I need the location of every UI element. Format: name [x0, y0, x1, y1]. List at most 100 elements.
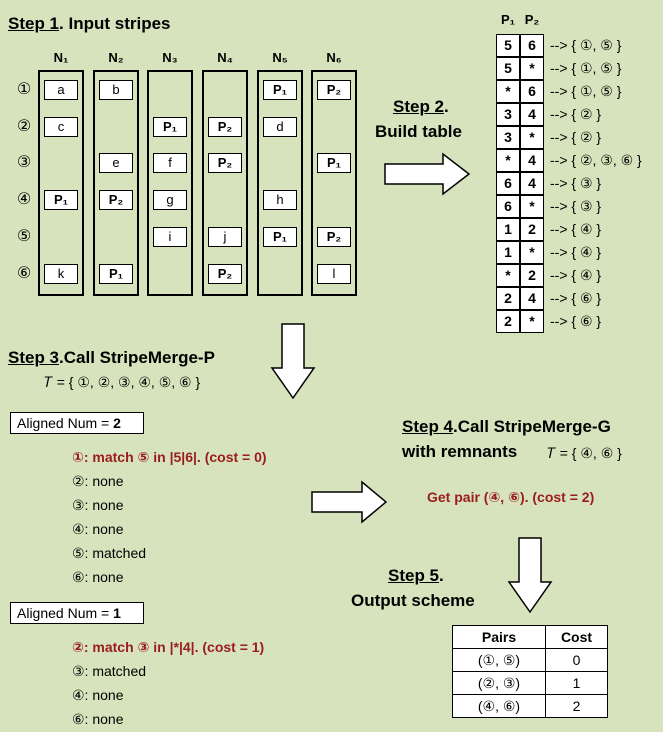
table-set: --> { ①, ⑤ } [550, 60, 622, 76]
aligned-line: ③: none [72, 497, 124, 513]
stripe-cell: P₁ [44, 190, 78, 210]
output-pair: (④, ⑥) [452, 694, 546, 718]
output-row: (④, ⑥)2 [452, 694, 608, 718]
table-set: --> { ④ } [550, 221, 602, 237]
row-marker: ① [16, 81, 32, 98]
table-header: P₂ [524, 12, 540, 27]
table-cell-p1: 6 [496, 172, 520, 195]
stripe-cell: c [44, 117, 78, 137]
aligned-num-box-2: Aligned Num = 1 [10, 602, 144, 624]
table-cell-p2: 2 [520, 218, 544, 241]
aligned-line: ②: match ③ in |*|4|. (cost = 1) [72, 639, 265, 655]
stripe-cell: P₂ [317, 227, 351, 247]
aligned-line: ⑤: matched [72, 545, 147, 561]
table-cell-p1: 3 [496, 126, 520, 149]
table-cell-p2: 4 [520, 287, 544, 310]
table-cell-p2: * [520, 195, 544, 218]
node-column [311, 70, 357, 296]
stripe-cell: P₁ [317, 153, 351, 173]
row-marker: ⑤ [16, 228, 32, 245]
table-set: --> { ①, ⑤ } [550, 37, 622, 53]
table-set: --> { ④ } [550, 244, 602, 260]
table-set: --> { ①, ⑤ } [550, 83, 622, 99]
row-marker: ⑥ [16, 265, 32, 282]
table-cell-p1: 5 [496, 34, 520, 57]
node-column [38, 70, 84, 296]
table-set: --> { ④ } [550, 267, 602, 283]
stripe-cell: e [99, 153, 133, 173]
step4-title: Step 4.Call StripeMerge-G [402, 417, 611, 436]
stripe-cell: P₁ [263, 227, 297, 247]
table-cell-p2: 6 [520, 34, 544, 57]
table-cell-p2: * [520, 241, 544, 264]
stripe-cell: P₂ [99, 190, 133, 210]
table-set: --> { ③ } [550, 198, 602, 214]
table-set: --> { ⑥ } [550, 290, 602, 306]
stripe-cell: P₁ [99, 264, 133, 284]
step2-title: Step 2. [393, 97, 449, 116]
table-cell-p2: * [520, 126, 544, 149]
arrow-right-2 [311, 480, 388, 524]
node-header: N₄ [217, 50, 233, 65]
row-marker: ② [16, 118, 32, 135]
arrow-down-1 [270, 323, 316, 400]
stripe-cell: l [317, 264, 351, 284]
aligned-line: ⑥: none [72, 711, 124, 727]
step4-result: Get pair (④, ⑥). (cost = 2) [427, 489, 595, 505]
node-header: N₂ [108, 50, 124, 65]
table-cell-p1: 1 [496, 241, 520, 264]
stripe-cell: P₁ [153, 117, 187, 137]
step3-tau: 𝑇 = { ①, ②, ③, ④, ⑤, ⑥ } [44, 374, 201, 390]
stripe-cell: P₂ [208, 117, 242, 137]
aligned-line: ③: matched [72, 663, 147, 679]
stripe-cell: a [44, 80, 78, 100]
arrow-right-1 [384, 152, 471, 196]
table-cell-p2: * [520, 310, 544, 333]
stripe-cell: P₁ [263, 80, 297, 100]
table-cell-p2: 2 [520, 264, 544, 287]
aligned-num-box-1: Aligned Num = 2 [10, 412, 144, 434]
arrow-down-2 [507, 537, 553, 614]
stripe-cell: b [99, 80, 133, 100]
node-column [257, 70, 303, 296]
stripe-cell: k [44, 264, 78, 284]
table-cell-p1: 2 [496, 287, 520, 310]
stripe-cell: P₂ [208, 153, 242, 173]
table-cell-p2: * [520, 57, 544, 80]
stripe-cell: g [153, 190, 187, 210]
node-header: N₁ [53, 50, 69, 65]
step4-tau: 𝑇 = { ④, ⑥ } [547, 445, 622, 461]
output-cost: 2 [545, 694, 608, 718]
table-set: --> { ③ } [550, 175, 602, 191]
node-header: N₆ [326, 50, 342, 65]
table-set: --> { ② } [550, 129, 602, 145]
aligned-line: ④: none [72, 521, 124, 537]
stripe-cell: i [153, 227, 187, 247]
step5-subtitle: Output scheme [351, 591, 475, 610]
node-column [93, 70, 139, 296]
stripe-cell: j [208, 227, 242, 247]
node-header: N₃ [162, 50, 178, 65]
node-column [202, 70, 248, 296]
output-cost: 1 [545, 671, 608, 695]
table-cell-p1: 6 [496, 195, 520, 218]
table-set: --> { ②, ③, ⑥ } [550, 152, 642, 168]
stripe-cell: f [153, 153, 187, 173]
table-cell-p2: 4 [520, 172, 544, 195]
table-header: P₁ [500, 12, 516, 27]
node-header: N₅ [272, 50, 288, 65]
table-cell-p1: * [496, 80, 520, 103]
output-header-pairs: Pairs [452, 625, 546, 649]
output-header-cost: Cost [545, 625, 608, 649]
stripe-cell: P₂ [208, 264, 242, 284]
aligned-line: ①: match ⑤ in |5|6|. (cost = 0) [72, 449, 267, 465]
table-cell-p1: * [496, 149, 520, 172]
table-set: --> { ⑥ } [550, 313, 602, 329]
stripe-cell: h [263, 190, 297, 210]
stripe-cell: P₂ [317, 80, 351, 100]
step3-title: Step 3.Call StripeMerge-P [8, 348, 215, 367]
step4-subtitle: with remnants [402, 442, 518, 461]
step2-subtitle: Build table [375, 122, 462, 141]
table-cell-p2: 6 [520, 80, 544, 103]
step1-title: Step 1. Input stripes [8, 14, 171, 33]
